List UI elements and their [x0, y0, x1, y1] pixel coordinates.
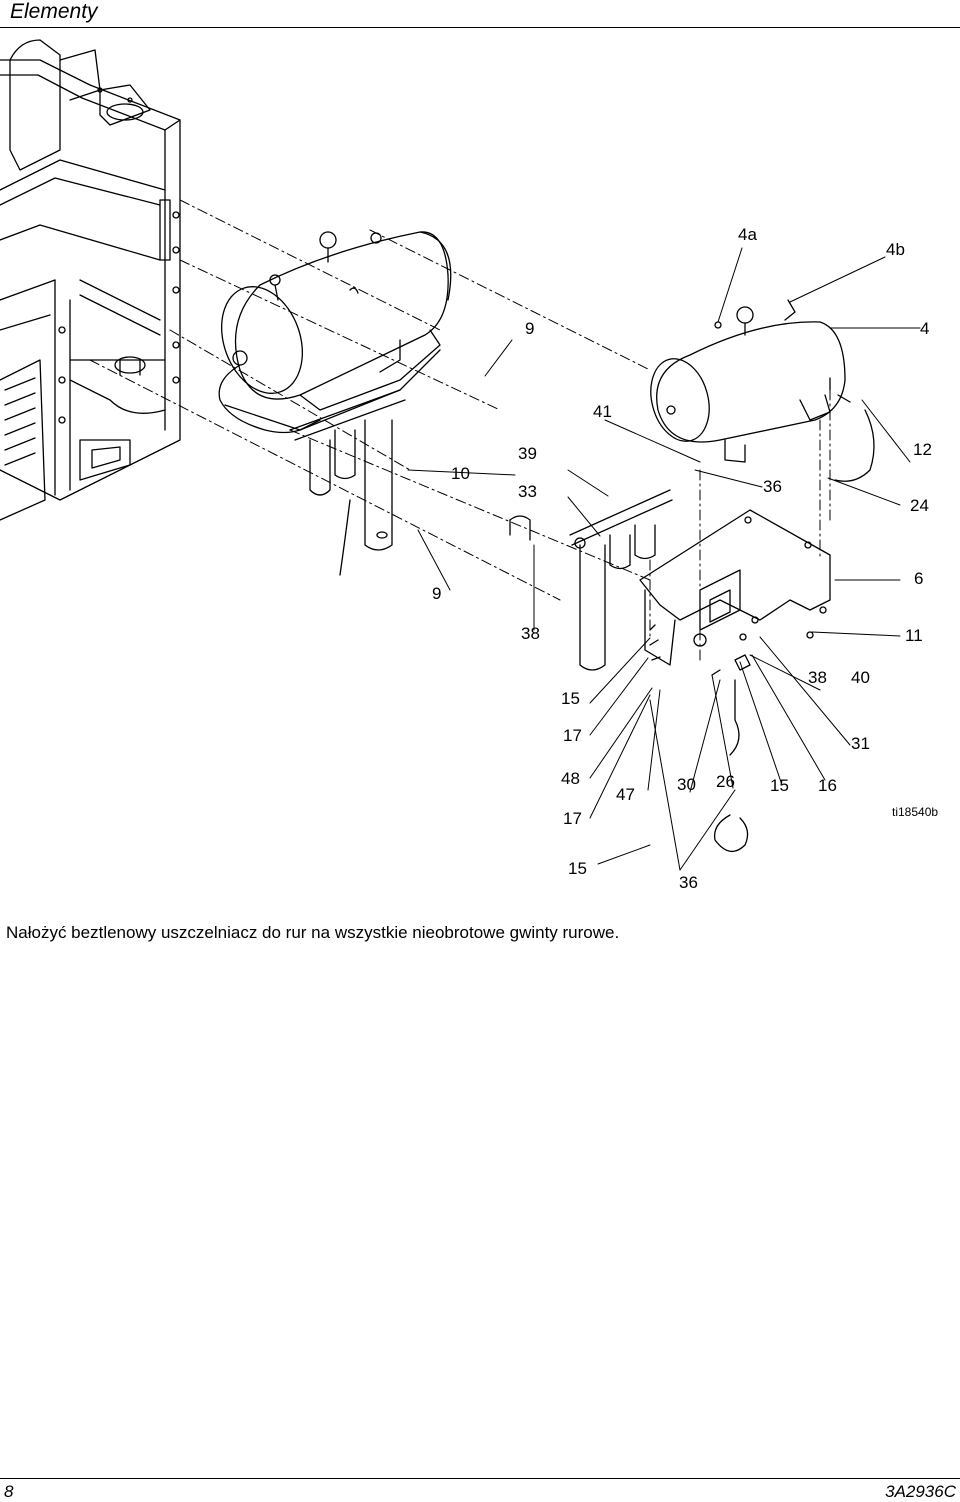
machine-frame [0, 40, 180, 520]
callout-41: 41 [593, 402, 612, 421]
callout-30: 30 [677, 775, 696, 794]
callout-4b: 4b [886, 240, 905, 259]
footer-rule [0, 1478, 960, 1479]
section-title: Elementy [10, 0, 98, 23]
callout-17-lower: 17 [563, 809, 582, 828]
callout-6: 6 [914, 569, 924, 588]
callout-40: 40 [851, 668, 870, 687]
callout-31: 31 [851, 734, 870, 753]
figure-id: ti18540b [892, 805, 939, 819]
callout-33: 33 [518, 482, 537, 501]
callout-15-lower: 15 [568, 859, 587, 878]
callout-36-lower: 36 [679, 873, 698, 892]
callout-38: 38 [521, 624, 540, 643]
callout-9-lower: 9 [432, 584, 442, 603]
callout-4a: 4a [738, 225, 757, 244]
assembly-lines [90, 200, 830, 660]
callout-15-right: 15 [770, 776, 789, 795]
callout-15: 15 [561, 689, 580, 708]
callout-48: 48 [561, 769, 580, 788]
callout-36: 36 [763, 477, 782, 496]
callout-10: 10 [451, 464, 470, 483]
right-tank-assembly [510, 300, 874, 851]
document-id: 3A2936C [885, 1482, 956, 1501]
callout-39: 39 [518, 444, 537, 463]
header-rule [0, 27, 960, 28]
callout-17: 17 [563, 726, 582, 745]
callout-26: 26 [716, 772, 735, 791]
exploded-parts-diagram [0, 0, 960, 910]
left-tank-assembly [207, 232, 450, 575]
callout-16: 16 [818, 776, 837, 795]
callout-47: 47 [616, 785, 635, 804]
callout-11: 11 [905, 626, 923, 645]
callout-38-right: 38 [808, 668, 827, 687]
callout-4: 4 [920, 319, 930, 338]
callout-9: 9 [525, 319, 535, 338]
leader-lines [408, 248, 920, 870]
page-number: 8 [4, 1482, 14, 1501]
sealant-note: Nałożyć beztlenowy uszczelniacz do rur n… [6, 923, 620, 942]
callout-24: 24 [910, 496, 929, 515]
callout-12: 12 [913, 440, 932, 459]
